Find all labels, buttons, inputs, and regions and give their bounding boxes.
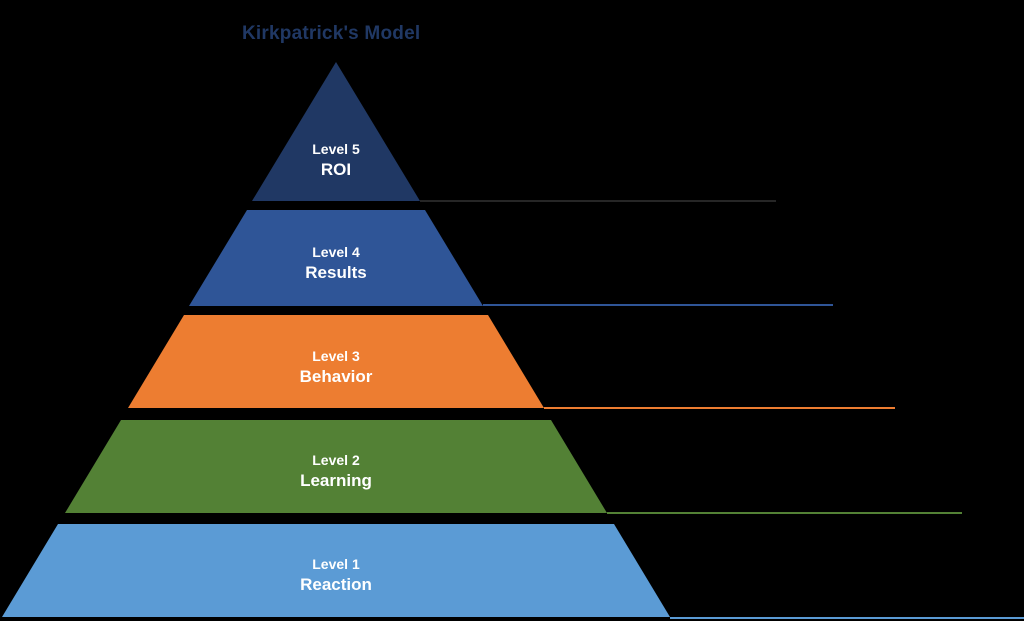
level-4-leader-line (483, 304, 833, 306)
pyramid-level-1: Level 1 Reaction (2, 524, 670, 617)
level-1-name: Reaction (300, 574, 372, 594)
pyramid-level-2: Level 2 Learning (65, 420, 607, 513)
level-5-leader-line (420, 200, 776, 202)
level-5-name: ROI (320, 159, 352, 179)
pyramid-level-3: Level 3 Behavior (128, 315, 544, 408)
level-5-label: Level 5 (312, 140, 360, 157)
level-4-label: Level 4 (312, 244, 360, 260)
level-3-label: Level 3 (312, 347, 360, 364)
level-4-name: Results (305, 263, 367, 282)
level-3-name: Behavior (299, 366, 373, 386)
level-2-label: Level 2 (312, 451, 360, 468)
level-2-leader-line (607, 512, 962, 514)
diagram-title: Kirkpatrick's Model (242, 23, 421, 44)
level-1-leader-line (670, 617, 1024, 619)
level-1-label: Level 1 (312, 555, 360, 572)
pyramid-level-5: Level 5 ROI (252, 62, 420, 201)
level-3-leader-line (544, 407, 895, 409)
level-2-name: Learning (300, 470, 372, 490)
pyramid-level-4: Level 4 Results (189, 210, 483, 306)
